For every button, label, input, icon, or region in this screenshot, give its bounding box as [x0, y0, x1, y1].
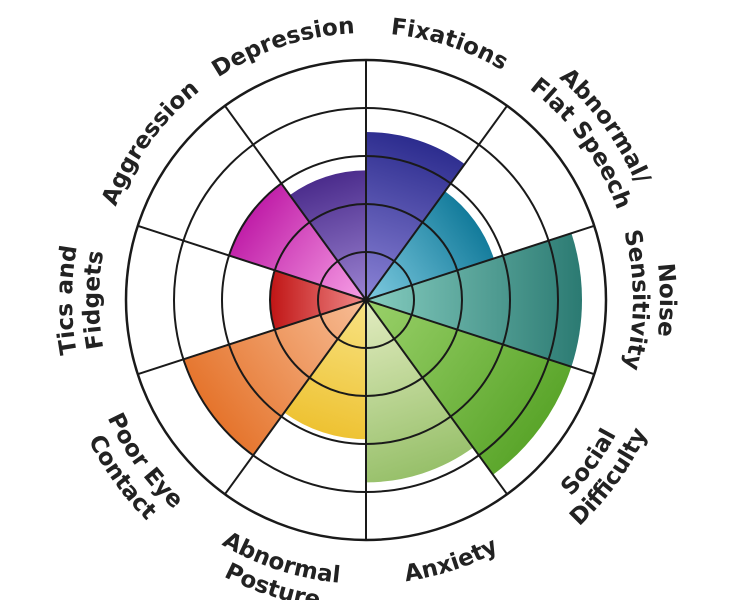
wedge-noise-sensitivity — [366, 233, 583, 367]
spoke-line — [365, 224, 595, 301]
category-label: Tics and — [52, 244, 83, 357]
category-label: Depression — [208, 13, 356, 82]
wedge-abnormal-posture — [284, 300, 366, 440]
spoke-line — [365, 105, 508, 301]
wedge-layer — [183, 132, 583, 483]
spoke-line — [365, 299, 508, 495]
category-label: Fixations — [390, 14, 513, 76]
category-label: Aggression — [97, 75, 204, 209]
category-label: Fidgets — [79, 249, 109, 352]
spoke-line — [224, 105, 367, 301]
wedge-depression — [289, 170, 366, 300]
category-label: Noise — [652, 262, 680, 338]
wedge-aggression — [229, 183, 366, 300]
spoke-line — [137, 224, 367, 301]
category-label: Sensitivity — [618, 227, 653, 373]
spoke-line — [137, 299, 367, 376]
wedge-abnormal-flat-speech — [366, 191, 494, 300]
spoke-line — [365, 299, 595, 376]
wedge-anxiety — [366, 300, 474, 483]
grid-layer — [124, 58, 608, 542]
spoke-line — [224, 299, 367, 495]
wedge-poor-eye-contact — [183, 300, 366, 456]
category-label: Anxiety — [402, 533, 501, 587]
wedge-social-difficulty — [366, 300, 572, 475]
